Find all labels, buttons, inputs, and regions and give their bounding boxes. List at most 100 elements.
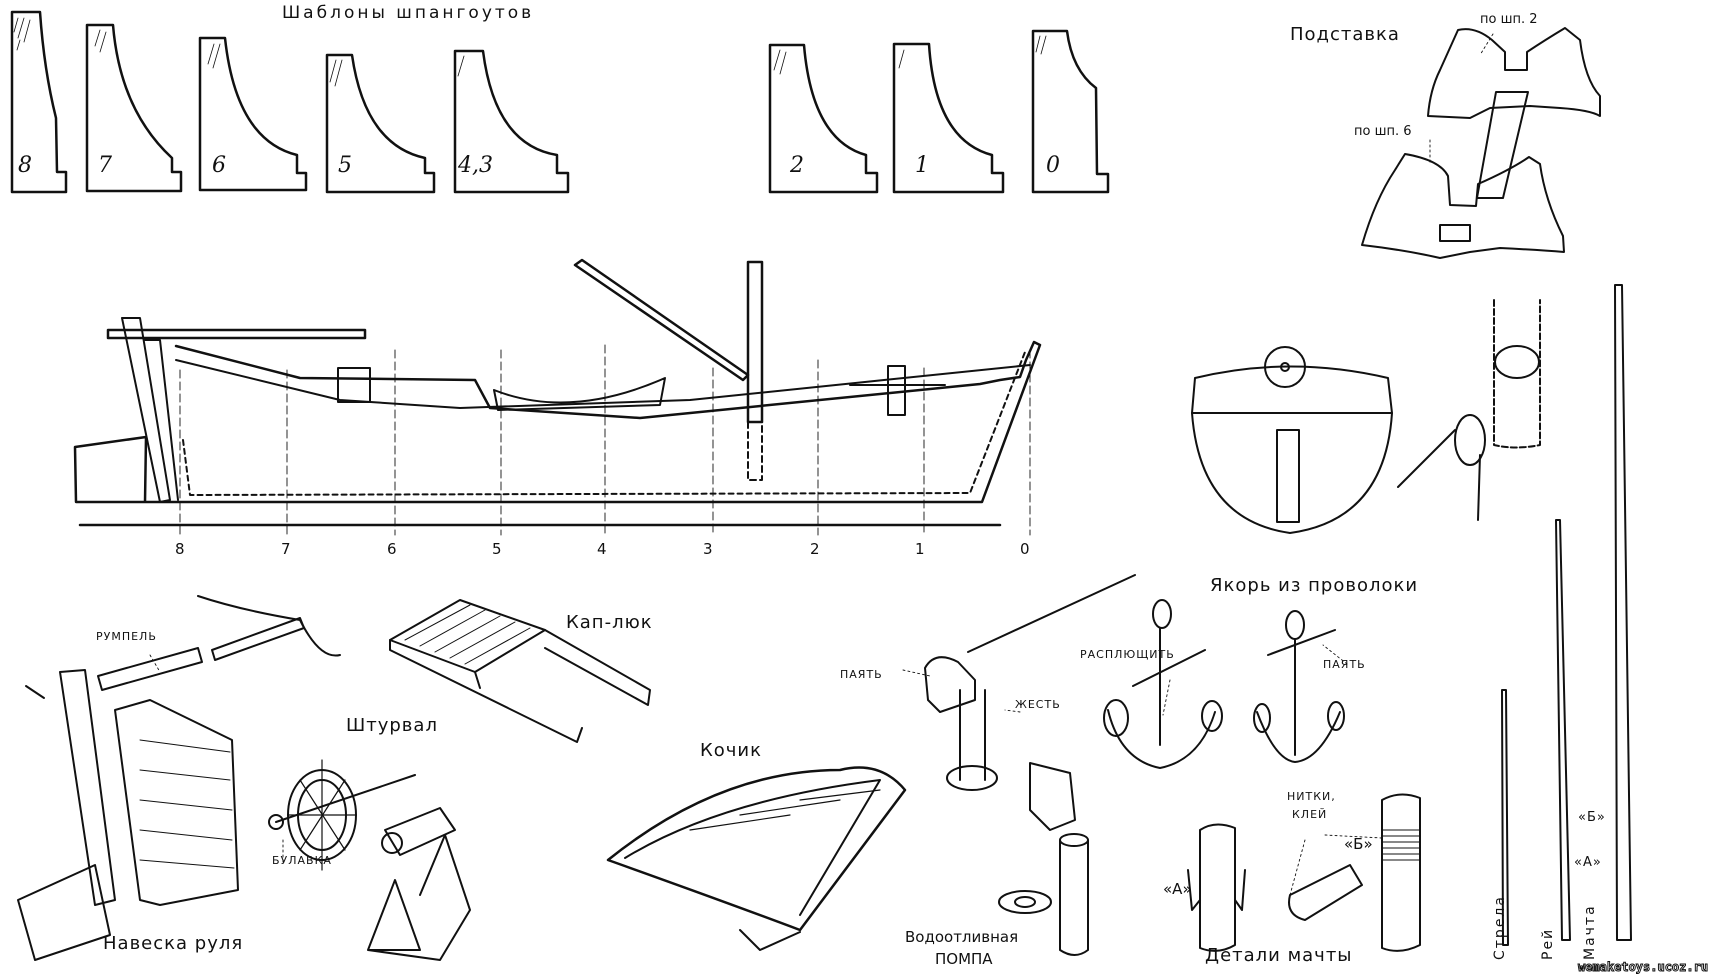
- frame-label-0: 0: [1046, 153, 1060, 178]
- boat-title: Кочик: [700, 740, 762, 761]
- mast-spar: [1614, 284, 1632, 941]
- watermark: wemaketoys.ucoz.ru: [1577, 960, 1709, 975]
- pin-label: булавка: [272, 854, 332, 867]
- boom-spar: [1501, 689, 1509, 946]
- tiller-label: румпель: [96, 630, 157, 643]
- frame-label-43: 4,3: [458, 153, 493, 178]
- boat-drawing: [606, 766, 907, 951]
- yard-spar: [1555, 519, 1571, 941]
- pump-barrel: [959, 689, 986, 781]
- frame-label-6: 6: [212, 153, 226, 178]
- deck-line: [175, 359, 1031, 409]
- mast-thread-label-2: клей: [1292, 808, 1328, 821]
- winch: [337, 367, 371, 403]
- mast-stub-dashed: [1493, 299, 1541, 449]
- spars-drawing: [1501, 284, 1632, 946]
- station-label-4: 4: [597, 540, 607, 558]
- block-ring-detail: [1397, 299, 1541, 521]
- mast: [746, 260, 764, 424]
- frame-hatching: [13, 17, 1047, 87]
- capstan: [849, 365, 946, 416]
- pump-solder-label: паять: [840, 668, 883, 681]
- mast-detail-a-label: «А»: [1163, 880, 1192, 898]
- station-label-1: 1: [915, 540, 925, 558]
- station-label-2: 2: [810, 540, 820, 558]
- pin-head: [268, 814, 284, 830]
- leader-lines: [149, 33, 1494, 896]
- wheel-spokes: [287, 759, 357, 871]
- tiller-piece: [97, 647, 203, 691]
- section-bulwark: [1191, 365, 1393, 414]
- stand-frame6: [1361, 153, 1565, 259]
- deck-boat: [493, 377, 666, 411]
- rudder-post: [121, 317, 171, 503]
- frame-label-5: 5: [338, 153, 352, 178]
- station-label-7: 7: [281, 540, 291, 558]
- hull-profile: [73, 258, 1042, 536]
- pump-title-line2: помпа: [935, 950, 993, 968]
- frame-template-43: [453, 49, 570, 194]
- anchor-right: [1253, 610, 1345, 763]
- frame-templates: [10, 10, 1110, 194]
- mast-details-drawing: [1187, 793, 1421, 952]
- anchor-title: Якорь из проволоки: [1210, 575, 1419, 596]
- pump-tube-top: [1059, 833, 1089, 847]
- tiller-rope: [197, 595, 341, 657]
- frame-label-2: 2: [790, 153, 804, 178]
- frame-template-7: [85, 23, 183, 193]
- frame-templates-title: Шаблоны шпангоутов: [282, 3, 535, 23]
- tiller-end: [211, 617, 305, 661]
- tiller-bar: [106, 328, 367, 340]
- mast-below: [747, 421, 763, 481]
- drum: [384, 807, 456, 856]
- stand-plank: [1476, 91, 1529, 199]
- pump-title-line1: Водоотливная: [905, 928, 1019, 946]
- ring: [1494, 345, 1540, 379]
- stand-title: Подставка: [1290, 24, 1400, 45]
- frame-template-6: [198, 36, 308, 192]
- station-label-8: 8: [175, 540, 185, 558]
- frame-template-0: [1031, 29, 1110, 194]
- stern-part: [114, 699, 239, 906]
- boat-thwarts: [689, 789, 881, 831]
- frame-template-5: [325, 53, 436, 194]
- mast-detail-b: [1381, 793, 1421, 952]
- boat-inner: [624, 779, 881, 916]
- station-label-5: 5: [492, 540, 502, 558]
- hatch-slats: [404, 604, 531, 665]
- anchor-solder-label: паять: [1323, 658, 1366, 671]
- station-label-0: 0: [1020, 540, 1030, 558]
- block: [1454, 414, 1486, 466]
- anchors-drawing: [1103, 599, 1345, 769]
- frame-label-7: 7: [98, 153, 112, 178]
- mast-detail-b-wraps: [1381, 829, 1421, 861]
- mast-detail-b-spar: [1288, 864, 1363, 921]
- mast-details-title: Детали мачты: [1205, 945, 1353, 966]
- boat-hull: [606, 766, 907, 932]
- stern-post: [144, 339, 179, 501]
- pump-flange: [946, 765, 998, 791]
- mast-detail-a-bracket: [1187, 869, 1246, 911]
- station-label-6: 6: [387, 540, 397, 558]
- pump-tube: [1059, 839, 1089, 956]
- spar-detail-b-label: «Б»: [1578, 810, 1606, 825]
- pump-washer-hole: [1014, 896, 1036, 908]
- frame-label-8: 8: [18, 153, 32, 178]
- spar-detail-a-label: «А»: [1574, 855, 1602, 870]
- pump-washer: [998, 890, 1052, 914]
- mast-thread-label-1: нитки,: [1287, 790, 1336, 803]
- spar-label-yard: Рей: [1540, 927, 1556, 960]
- mast-detail-b-label: «Б»: [1344, 835, 1373, 853]
- spar-label-boom: Стрела: [1492, 895, 1508, 960]
- station-lines: [179, 344, 1031, 536]
- pin: [25, 685, 45, 699]
- pump-head: [924, 656, 976, 713]
- hatch-drawing: [389, 599, 651, 743]
- frame-template-2: [768, 43, 879, 194]
- hatch-rails: [389, 629, 651, 743]
- hull-inner-waterline: [182, 351, 1026, 496]
- rudder-stock: [59, 669, 116, 906]
- section-wheel: [1264, 346, 1306, 388]
- frame-template-1: [892, 42, 1005, 194]
- mast-detail-a: [1199, 823, 1236, 952]
